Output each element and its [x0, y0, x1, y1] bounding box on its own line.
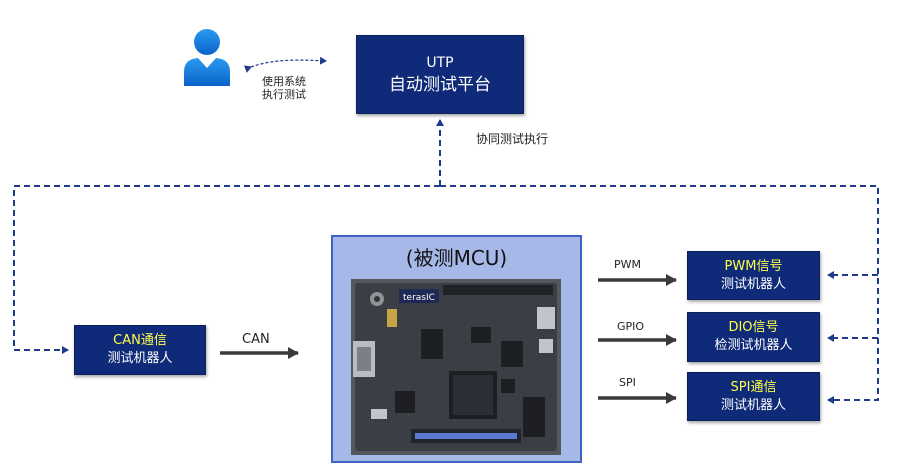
board-drawing: terasIC	[351, 279, 561, 455]
bus-right	[440, 185, 879, 404]
board-brand: terasIC	[403, 293, 435, 303]
spi-robot-subtitle: 测试机器人	[720, 397, 786, 413]
pwm-label: PWM	[614, 258, 642, 271]
pwm-robot-subtitle: 测试机器人	[720, 276, 786, 292]
can-robot-title: CAN通信	[113, 333, 167, 348]
spi-label: SPI	[619, 376, 636, 389]
utp-platform-box: UTP 自动测试平台	[356, 35, 524, 114]
mcu-frame: (被测MCU) terasIC	[331, 235, 582, 463]
dio-robot-subtitle: 检测试机器人	[714, 338, 793, 353]
coop-label: 协同测试执行	[476, 132, 549, 146]
user-action-label: 使用系统 执行测试	[262, 75, 306, 101]
dio-robot-box: DIO信号 检测试机器人	[687, 312, 820, 362]
pwm-robot-title: PWM信号	[724, 258, 783, 274]
user-action-line2: 执行测试	[262, 88, 306, 101]
mcu-board-image: terasIC	[351, 279, 561, 455]
user-action-line1: 使用系统	[262, 75, 306, 88]
spi-robot-title: SPI通信	[730, 379, 777, 395]
bus-horizontal	[13, 185, 440, 354]
pwm-robot-box: PWM信号 测试机器人	[687, 251, 820, 300]
user-icon	[184, 29, 230, 86]
can-label: CAN	[242, 332, 270, 347]
can-robot-box: CAN通信 测试机器人	[74, 325, 206, 375]
gpio-label: GPIO	[617, 320, 645, 333]
can-robot-subtitle: 测试机器人	[107, 351, 173, 366]
mcu-title: (被测MCU)	[405, 246, 508, 270]
utp-subtitle: 自动测试平台	[389, 74, 491, 95]
utp-title: UTP	[426, 54, 454, 71]
user-utp-link	[243, 56, 327, 73]
spi-robot-box: SPI通信 测试机器人	[687, 372, 820, 421]
dio-robot-title: DIO信号	[728, 320, 779, 335]
